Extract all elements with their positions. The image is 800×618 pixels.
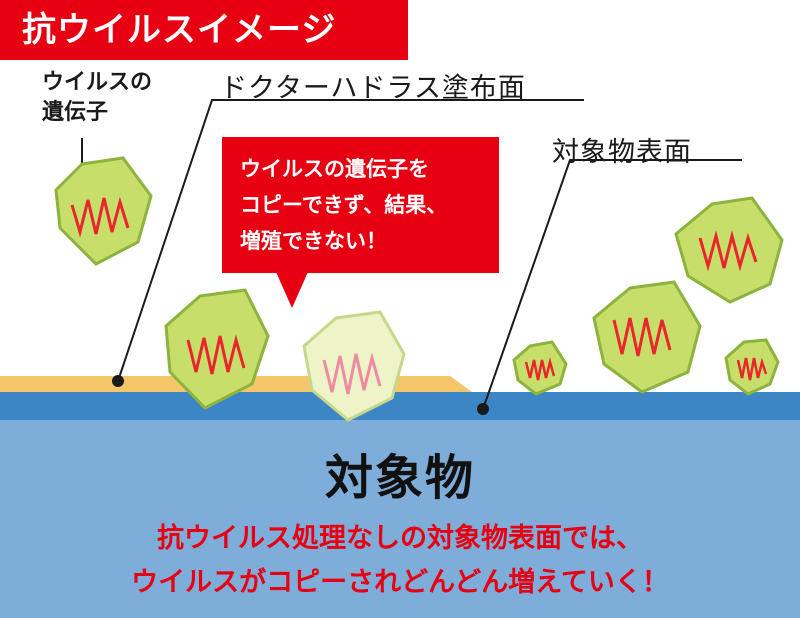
virus-gene-label-line1: ウイルスの (42, 70, 153, 95)
virus-gene-icon (612, 317, 672, 357)
virus-gene-label-line2: 遺伝子 (42, 100, 109, 125)
surface-leader-dot (477, 403, 489, 415)
speech-bubble: ウイルスの遺伝子を コピーできず、結果、 増殖できない！ (222, 137, 499, 273)
virus-gene-icon (698, 230, 758, 272)
virus-gene-icon (186, 334, 246, 375)
title-badge: 抗ウイルスイメージ (0, 0, 408, 60)
bubble-line2: コピーできず、結果、 (240, 193, 448, 217)
virus-gene-icon (524, 357, 556, 381)
bubble-line3: 増殖できない！ (240, 229, 387, 253)
bottom-caption-line2: ウイルスがコピーされどんどん増えていく！ (131, 567, 669, 598)
virus-gene-icon (70, 196, 130, 238)
speech-bubble-tail (276, 272, 308, 308)
virus-right-large (592, 280, 702, 394)
coating-leader-dot (112, 375, 124, 387)
coating-leader-line (117, 99, 584, 382)
object-label: 対象物 (324, 450, 475, 506)
bottom-caption-line1: 抗ウイルス処理なしの対象物表面では、 (157, 523, 643, 554)
object-surface-strip (0, 392, 800, 420)
surface-leader-line (482, 159, 742, 410)
virus-gene-icon (736, 357, 768, 381)
virus-gene-faded-icon (322, 352, 382, 395)
virus-on-coating (164, 288, 270, 410)
object-body (0, 420, 800, 618)
virus-right-top (674, 196, 784, 304)
surface-label: 対象物表面 (552, 137, 692, 168)
virus-right-small-b (724, 338, 780, 396)
virus-faded (302, 310, 406, 422)
coating-label: ドクターハドラス塗布面 (220, 73, 526, 104)
bubble-line1: ウイルスの遺伝子を (240, 157, 429, 181)
virus-gene-label: ウイルスの 遺伝子 (42, 68, 152, 128)
virus-right-small-a (512, 340, 568, 396)
virus-left-free (54, 156, 153, 266)
